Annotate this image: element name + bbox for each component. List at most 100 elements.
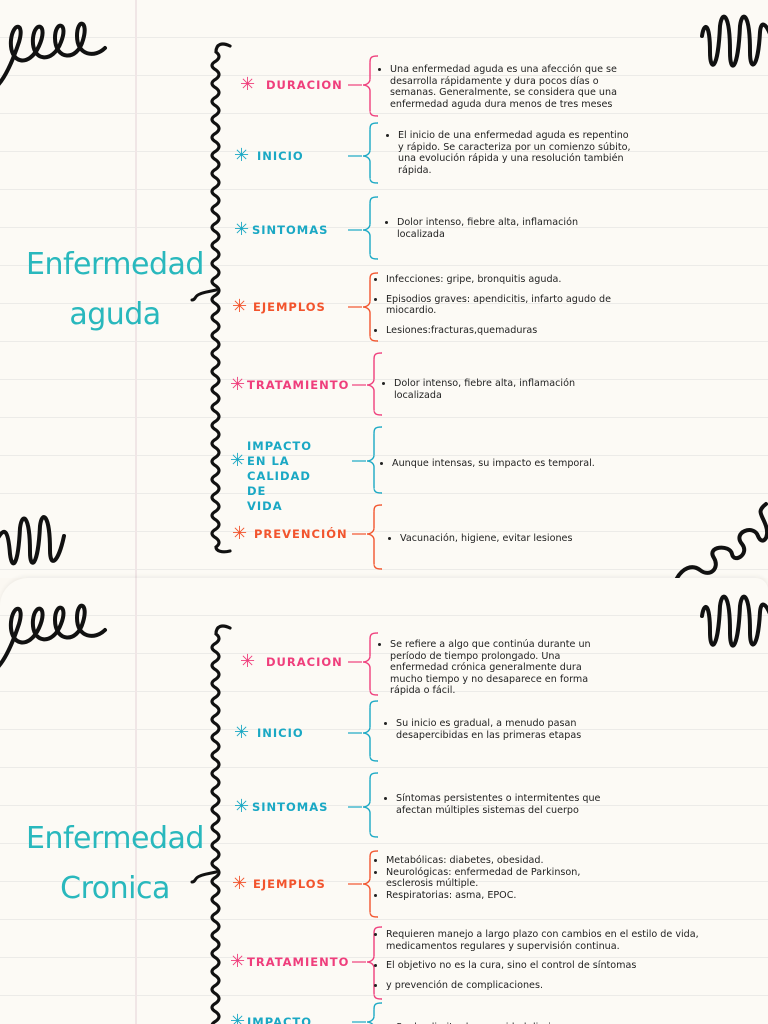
branch-description: Aunque intensas, su impacto es temporal. [380, 458, 620, 470]
bracket-shape [366, 1002, 383, 1024]
bullet-list: Dolor intenso, fiebre alta, inflamación … [382, 378, 602, 401]
branch-label-line: INICIO [257, 725, 304, 740]
branch-label-line: TRATAMIENTO [247, 954, 350, 969]
brace-nub [190, 288, 218, 302]
asterisk-icon: ✳ [230, 450, 246, 471]
section-title-line: Enfermedad [26, 247, 204, 282]
bullet-list: Síntomas persistentes o intermitentes qu… [384, 793, 624, 816]
bullet-item: El objetivo no es la cura, sino el contr… [386, 960, 719, 972]
asterisk-icon: ✳ [230, 951, 246, 972]
branch-description: Se refiere a algo que continúa durante u… [378, 639, 613, 697]
bullet-list: Suelen limitar la capacidad diaria [384, 1022, 624, 1024]
asterisk-icon: ✳ [234, 722, 250, 743]
loop-scribble-decoration [0, 21, 107, 86]
branch-label: TRATAMIENTO [247, 955, 349, 970]
bullet-list: Vacunación, higiene, evitar lesiones [388, 533, 608, 545]
zigzag-scribble-decoration [700, 594, 768, 648]
branch-label-line: IMPACTO EN LA [247, 438, 313, 468]
branch-label-line: CALIDAD DE [247, 468, 311, 498]
branch-description: Suelen limitar la capacidad diaria [384, 1022, 624, 1024]
bracket-shape [366, 426, 383, 494]
bullet-item: Una enfermedad aguda es una afección que… [390, 64, 633, 110]
bracket-shape [362, 272, 379, 342]
bullet-item: Vacunación, higiene, evitar lesiones [400, 533, 608, 545]
bracket-shape [362, 122, 379, 184]
branch-label: PREVENCIÓN [254, 527, 348, 542]
bullet-item: Se refiere a algo que continúa durante u… [390, 639, 613, 697]
connector-line [348, 806, 362, 808]
branch-description: Requieren manejo a largo plazo con cambi… [374, 929, 719, 991]
asterisk-icon: ✳ [240, 74, 256, 95]
branch-label-line: INICIO [257, 148, 304, 163]
connector-line [348, 661, 362, 663]
bullet-item: Respiratorias: asma, EPOC. [386, 890, 614, 902]
section-title: Enfermedad Cronica [10, 814, 220, 914]
bullet-item: Dolor intenso, fiebre alta, inflamación … [397, 217, 605, 240]
connector-line [348, 229, 362, 231]
branch-description: Dolor intenso, fiebre alta, inflamación … [382, 378, 602, 401]
bracket-shape [362, 850, 379, 918]
branch-label-line: SINTOMAS [252, 222, 329, 237]
connector-line [352, 384, 366, 386]
bullet-list: Su inicio es gradual, a menudo pasan des… [384, 718, 604, 741]
bullet-item: Dolor intenso, fiebre alta, inflamación … [394, 378, 602, 401]
branch-description: Su inicio es gradual, a menudo pasan des… [384, 718, 604, 741]
loop-scribble-decoration [0, 603, 107, 668]
brace-nub [190, 870, 218, 884]
branch-label-line: EJEMPLOS [253, 299, 326, 314]
acute-disease-mindmap: Enfermedad aguda ✳DURACIONUna enfermedad… [0, 0, 768, 578]
bracket-shape [362, 772, 379, 838]
connector-line [352, 460, 366, 462]
asterisk-icon: ✳ [234, 219, 250, 240]
section-title-line: Enfermedad [26, 821, 204, 856]
branch-label-line: EJEMPLOS [253, 876, 326, 891]
bracket-shape [362, 632, 379, 696]
connector-line [352, 533, 366, 535]
branch-label: INICIO [257, 149, 304, 164]
bullet-item: y prevención de complicaciones. [386, 980, 719, 992]
branch-description: Metabólicas: diabetes, obesidad.Neurológ… [374, 855, 614, 901]
branch-description: Infecciones: gripe, bronquitis aguda.Epi… [374, 274, 614, 336]
branch-label: EJEMPLOS [253, 877, 326, 892]
connector-line [348, 84, 362, 86]
asterisk-icon: ✳ [230, 1011, 246, 1024]
bullet-item: El inicio de una enfermedad aguda es rep… [398, 130, 631, 176]
branch-label-line: PREVENCIÓN [254, 526, 348, 541]
section-title-line: Cronica [60, 871, 170, 906]
bullet-list: Se refiere a algo que continúa durante u… [378, 639, 613, 697]
asterisk-icon: ✳ [234, 796, 250, 817]
branch-label: IMPACTO EN LA [247, 1015, 312, 1024]
bullet-item: Requieren manejo a largo plazo con cambi… [386, 929, 719, 952]
branch-label: SINTOMAS [252, 223, 328, 238]
branch-label: TRATAMIENTO [247, 378, 349, 393]
zigzag-scribble-decoration [700, 14, 768, 68]
connector-line [352, 961, 366, 963]
bullet-list: Una enfermedad aguda es una afección que… [378, 64, 633, 110]
bullet-item: Su inicio es gradual, a menudo pasan des… [396, 718, 604, 741]
connector-line [348, 883, 362, 885]
bullet-list: Metabólicas: diabetes, obesidad.Neurológ… [374, 855, 614, 901]
connector-line [348, 732, 362, 734]
connector-line [348, 306, 362, 308]
asterisk-icon: ✳ [232, 296, 248, 317]
branch-label: SINTOMAS [252, 800, 328, 815]
bullet-item: Aunque intensas, su impacto es temporal. [392, 458, 620, 470]
branch-label: INICIO [257, 726, 304, 741]
chronic-disease-mindmap: Enfermedad Cronica ✳ DURACION Se refiere a… [0, 578, 768, 1024]
bullet-item: Infecciones: gripe, bronquitis aguda. [386, 274, 614, 286]
branch-label: DURACION [266, 655, 343, 670]
bullet-list: Requieren manejo a largo plazo con cambi… [374, 929, 719, 991]
branch-label-line: VIDA [247, 498, 283, 513]
bullet-list: Dolor intenso, fiebre alta, inflamación … [385, 217, 605, 240]
branch-label-line: SINTOMAS [252, 799, 329, 814]
zigzag-scribble-decoration [0, 515, 66, 566]
branch-description: Síntomas persistentes o intermitentes qu… [384, 793, 624, 816]
branch-description: Una enfermedad aguda es una afección que… [378, 64, 633, 110]
curly-brace-spine [210, 624, 232, 1024]
branch-description: Dolor intenso, fiebre alta, inflamación … [385, 217, 605, 240]
section-title: Enfermedad aguda [10, 240, 220, 340]
asterisk-icon: ✳ [240, 651, 256, 672]
bracket-shape [362, 55, 379, 117]
curly-brace-spine [210, 42, 232, 554]
